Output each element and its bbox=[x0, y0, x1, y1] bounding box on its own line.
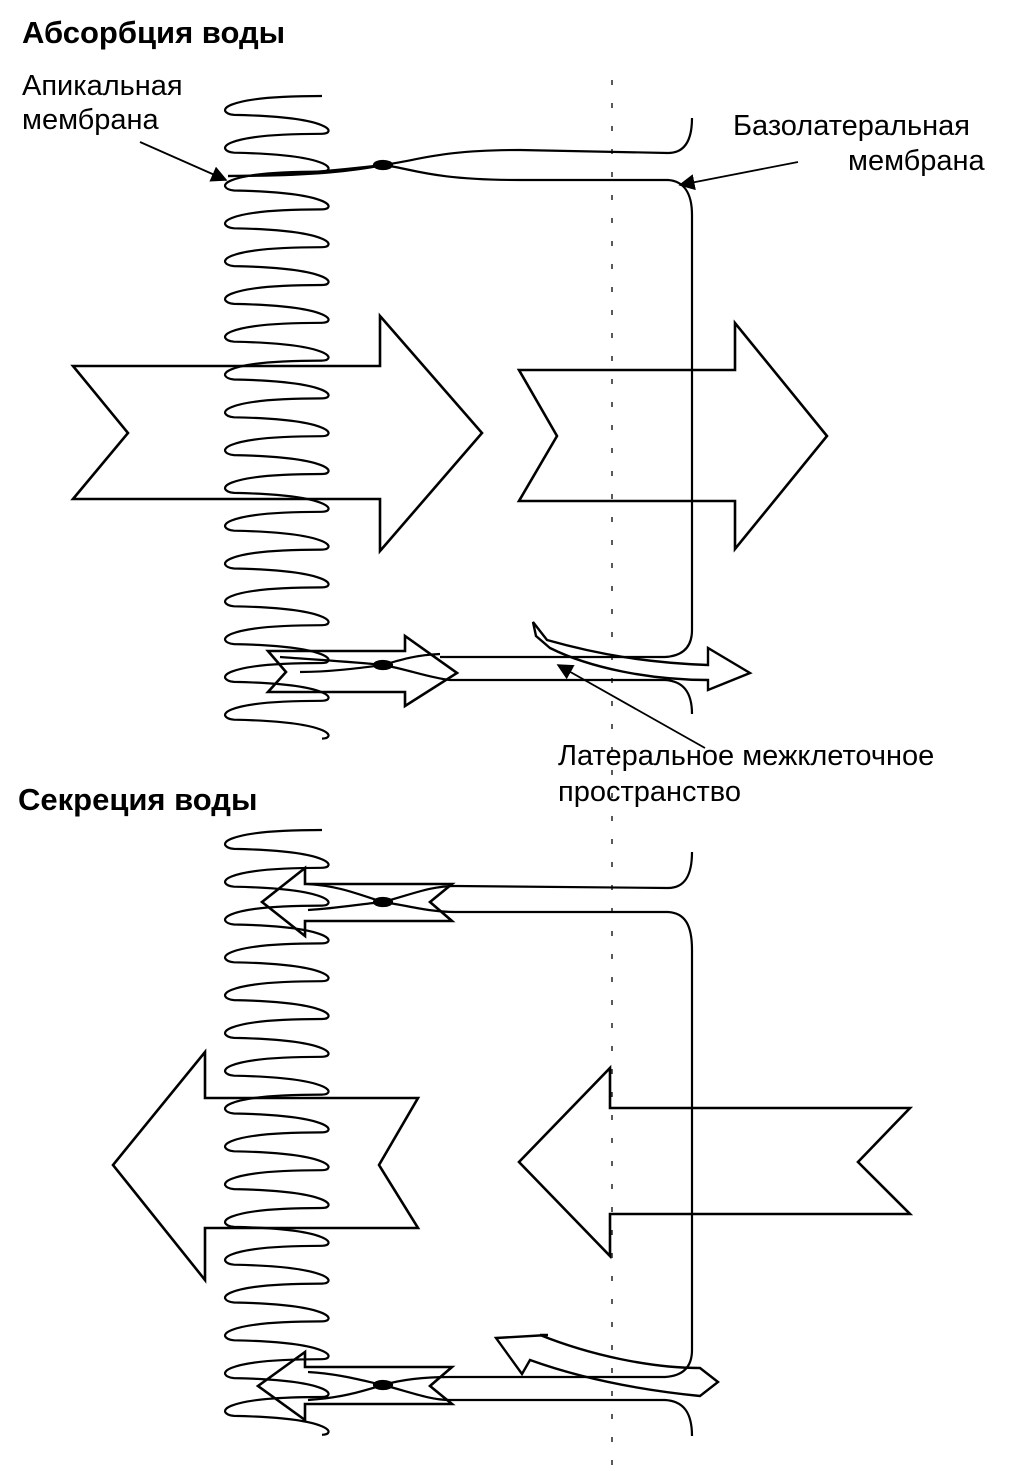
basolateral-membrane-pointer bbox=[678, 161, 799, 191]
secretion-title: Секреция воды bbox=[18, 782, 258, 817]
lateral-space-label-line1: Латеральное межклеточное bbox=[558, 740, 935, 772]
basolateral-membrane-label-line2: мембрана bbox=[848, 145, 985, 177]
absorption-apical-arrow bbox=[70, 312, 484, 555]
secretion-upper-paracellular-arrow bbox=[259, 865, 456, 939]
apical-microvilli-top bbox=[224, 94, 330, 740]
secretion-apical-arrow bbox=[111, 1048, 421, 1284]
secretion-lateral-space-arrow bbox=[493, 1333, 720, 1398]
apical-membrane-label-line1: Апикальная bbox=[22, 70, 183, 102]
apical-membrane-label-line2: мембрана bbox=[22, 104, 159, 136]
lateral-space-pointer bbox=[556, 664, 706, 749]
secretion-basolateral-arrow bbox=[517, 1064, 914, 1260]
basolateral-membrane-label-line1: Базолатеральная bbox=[733, 110, 970, 142]
secretion-cell-membranes bbox=[307, 851, 694, 1437]
absorption-basolateral-arrow bbox=[516, 319, 829, 553]
absorption-lateral-space-arrow bbox=[531, 621, 753, 692]
absorption-cell-membranes bbox=[227, 117, 694, 715]
apical-membrane-pointer bbox=[139, 141, 228, 182]
secretion-lower-paracellular-arrow bbox=[255, 1349, 456, 1423]
absorption-paracellular-arrow bbox=[265, 633, 460, 709]
lateral-space-label-line2: пространство bbox=[558, 776, 742, 808]
absorption-title: Абсорбция воды bbox=[22, 15, 286, 50]
apical-microvilli-bottom bbox=[224, 828, 330, 1436]
